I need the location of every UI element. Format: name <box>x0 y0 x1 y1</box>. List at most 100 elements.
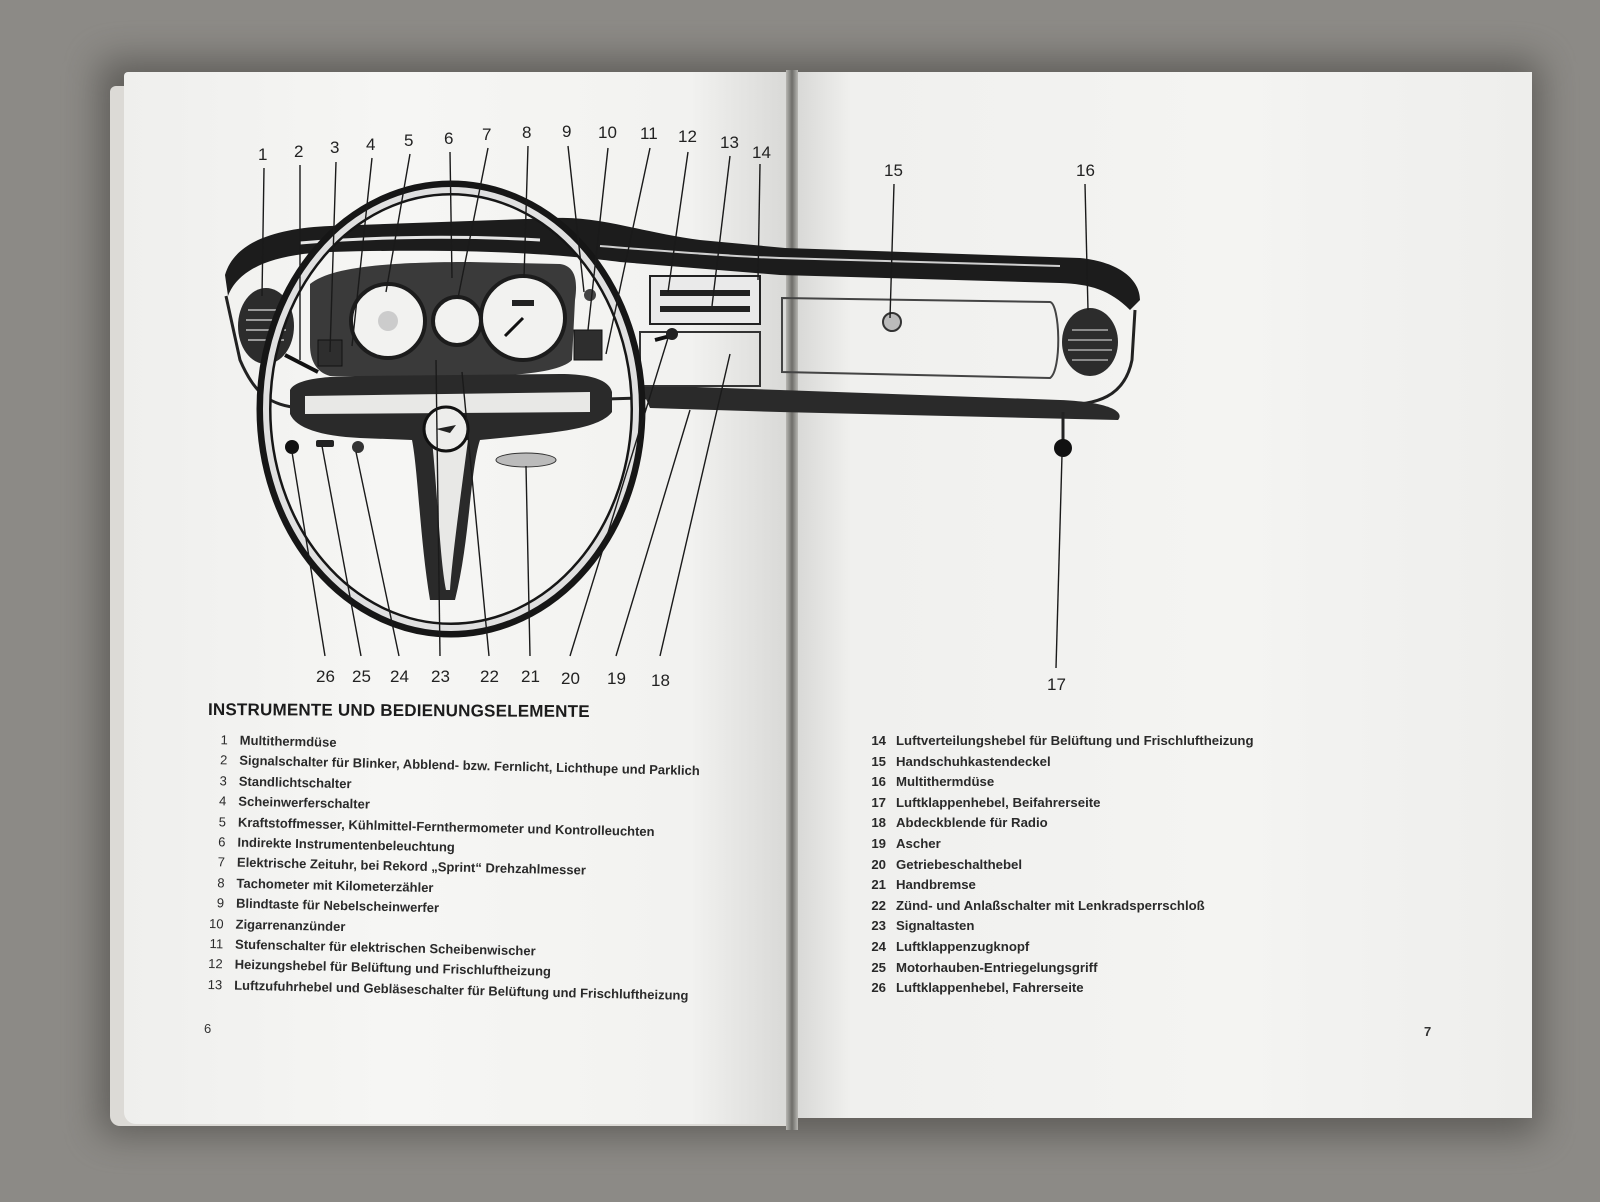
right-air-vent <box>1062 308 1118 376</box>
vent-pull-knob <box>352 441 364 453</box>
callout-16: 16 <box>1076 161 1095 180</box>
right-cluster-switches <box>573 329 603 361</box>
legend-item-number: 18 <box>871 815 886 831</box>
legend-item-text: Luftklappenzugknopf <box>896 938 1030 954</box>
callout-6: 6 <box>444 129 453 148</box>
driver-vent-knob <box>285 440 299 454</box>
legend-item-number: 16 <box>871 774 886 790</box>
handbrake-handle <box>495 452 557 468</box>
heater-slider-top <box>660 290 750 296</box>
opel-logo-icon <box>436 425 456 433</box>
legend-item-text: Multithermdüse <box>896 774 995 790</box>
legend-item: 24 Luftklappenzugknopf <box>866 937 1426 958</box>
callout-22: 22 <box>480 667 499 686</box>
right-vent-louvers <box>1068 329 1112 361</box>
gear-shift-knob <box>666 328 678 340</box>
page-number-right: 7 <box>1424 1024 1432 1039</box>
callout-9: 9 <box>562 122 571 141</box>
callout-21: 21 <box>521 667 540 686</box>
callout-2: 2 <box>294 142 303 161</box>
heater-slider-bottom <box>660 306 750 312</box>
legend-item-number: 7 <box>217 854 226 870</box>
legend-item-number: 1 <box>220 732 228 748</box>
callout-10: 10 <box>598 123 617 142</box>
legend-item: 17 Luftklappenhebel, Beifahrerseite <box>866 793 1426 814</box>
fog-light-button <box>584 289 596 301</box>
legend-item-number: 10 <box>208 915 224 932</box>
callout-8: 8 <box>522 123 531 142</box>
legend-item-text: Ascher <box>896 835 941 851</box>
legend-item-number: 5 <box>218 813 227 830</box>
legend-item-text: Signaltasten <box>896 918 975 934</box>
callout-24: 24 <box>390 667 409 686</box>
legend-item-number: 4 <box>218 793 227 809</box>
dash-top-pad <box>225 217 1140 310</box>
callout-7: 7 <box>482 125 491 144</box>
callout-18: 18 <box>651 671 670 690</box>
legend-item: 15 Handschuhkastendeckel <box>866 752 1426 773</box>
legend-item-number: 6 <box>218 834 226 850</box>
legend-item-number: 13 <box>207 976 223 993</box>
legend-item-number: 12 <box>208 956 223 972</box>
legend-item: 26 Luftklappenhebel, Fahrerseite <box>866 978 1426 999</box>
book-gutter <box>786 70 798 1130</box>
gauge-hub <box>378 311 398 331</box>
legend-item-text: Getriebeschalthebel <box>896 856 1023 872</box>
legend-item-text: Luftverteilungshebel für Belüftung und F… <box>896 733 1254 748</box>
legend-item-number: 2 <box>219 752 228 768</box>
legend-item-text: Luftklappenhebel, Fahrerseite <box>896 980 1084 996</box>
legend-item-number: 3 <box>219 773 228 789</box>
legend-item-number: 24 <box>871 938 886 954</box>
dash-lower-rail <box>640 385 1120 420</box>
legend-item-text: Handschuhkastendeckel <box>896 753 1051 769</box>
callout-11: 11 <box>640 124 658 143</box>
lower-spoke-highlight <box>432 440 468 590</box>
legend-item-number: 8 <box>217 875 225 891</box>
glovebox-lid <box>781 296 1060 380</box>
callout-25: 25 <box>352 667 371 686</box>
bottom-leader-lines <box>291 337 1063 669</box>
callout-14: 14 <box>752 143 771 162</box>
callout-15: 15 <box>884 161 903 180</box>
callout-19: 19 <box>607 669 626 688</box>
legend-item: 19 Ascher <box>866 834 1426 855</box>
clock-gauge <box>431 295 483 347</box>
legend-item-text: Motorhauben-Entriegelungsgriff <box>896 959 1098 975</box>
page-number-left: 6 <box>204 1021 212 1036</box>
legend-item-text: Zigarrenanzünder <box>235 916 346 934</box>
legend-item-number: 17 <box>871 794 886 810</box>
legend-item-number: 20 <box>871 856 886 872</box>
legend-item-number: 15 <box>871 753 886 769</box>
callout-23: 23 <box>431 667 450 686</box>
callout-3: 3 <box>330 138 339 157</box>
pad-highlight-right <box>599 245 1061 267</box>
legend-item: 20 Getriebeschalthebel <box>866 855 1426 876</box>
odometer-window <box>512 300 534 306</box>
legend-item-number: 11 <box>209 936 224 952</box>
heater-control-panel <box>649 275 761 325</box>
glovebox-lock <box>882 312 902 332</box>
horn-bar <box>305 392 590 414</box>
speedometer-needle <box>503 316 525 338</box>
legend-item-text: Zünd- und Anlaßschalter mit Lenkradsperr… <box>896 897 1205 913</box>
legend-item-number: 21 <box>871 877 886 893</box>
legend-item: 16 Multithermdüse <box>866 772 1426 793</box>
callout-13: 13 <box>720 133 739 152</box>
legend-item-text: Luftklappenhebel, Beifahrerseite <box>896 794 1101 810</box>
passenger-lever-knob <box>1054 439 1072 457</box>
callout-12: 12 <box>678 127 697 146</box>
callout-17: 17 <box>1047 675 1066 694</box>
legend-item-number: 19 <box>871 835 886 851</box>
legend-item-number: 26 <box>871 980 886 996</box>
callout-26: 26 <box>316 667 335 686</box>
top-leader-lines <box>261 145 1089 360</box>
callout-20: 20 <box>561 669 580 688</box>
